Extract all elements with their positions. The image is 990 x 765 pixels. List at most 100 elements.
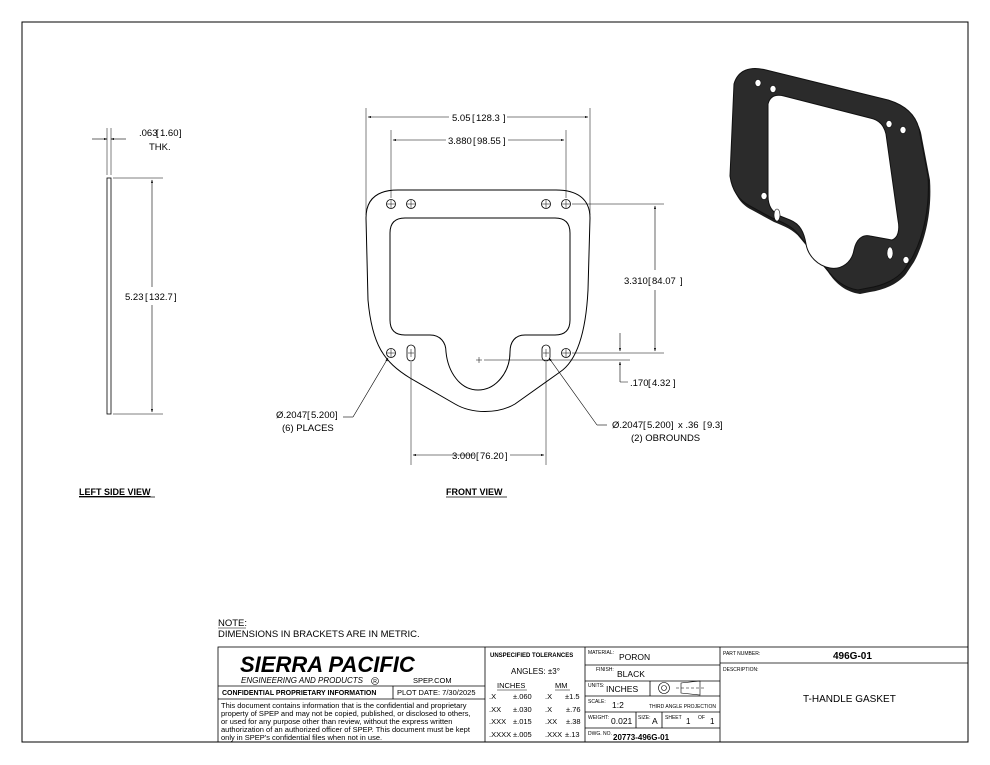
tol-in-place: .XXXX <box>489 730 511 739</box>
angles: ANGLES: ±3° <box>511 667 560 676</box>
svg-text:[: [ <box>643 420 646 431</box>
svg-text:]: ] <box>720 420 723 431</box>
weight-label: WEIGHT: <box>588 715 609 721</box>
thk-metric-bracket-close: ] <box>179 128 182 139</box>
svg-text:]: ] <box>671 420 674 431</box>
front-view: 5.05 [ 128.3 ] 3.880 [ 98.55 ] 3.310 [ 8… <box>276 108 723 498</box>
hole <box>561 199 571 209</box>
part-number-label: PART NUMBER: <box>723 651 760 657</box>
note-heading: NOTE: <box>218 618 247 629</box>
units: INCHES <box>606 684 638 694</box>
tol-in-value: ±.015 <box>513 717 532 726</box>
thk-value: .063 <box>139 128 158 139</box>
height-metric-bracket-open: [ <box>145 292 148 303</box>
registered-icon <box>371 677 379 685</box>
scale: 1:2 <box>612 700 624 710</box>
svg-text:[: [ <box>472 113 475 124</box>
tolerance-rows: .X ±.060 .X ±1.5 .XX ±.030 .X ±.76 .XXX … <box>489 692 581 739</box>
hole-span-top: 3.880 <box>448 136 472 147</box>
tol-in-place: .XX <box>489 705 501 714</box>
svg-text:R: R <box>373 679 377 685</box>
sheet-label: SHEET <box>665 715 682 721</box>
svg-text:[: [ <box>307 410 310 421</box>
height-metric-bracket-close: ] <box>174 292 177 303</box>
obround-callout-len-metric: 9.3 <box>707 420 720 431</box>
hole-span-bottom: 3.000 <box>452 451 476 462</box>
hole <box>386 348 396 358</box>
svg-text:]: ] <box>503 113 506 124</box>
offset-small: .170 <box>630 378 649 389</box>
obround-callout-metric: 5.200 <box>647 420 671 431</box>
confidential-label: CONFIDENTIAL PROPRIETARY INFORMATION <box>222 690 376 697</box>
scale-label: SCALE: <box>588 699 606 705</box>
tol-mm-place: .XX <box>545 717 557 726</box>
svg-text:]: ] <box>335 410 338 421</box>
offset-small-metric: 4.32 <box>652 378 671 389</box>
svg-text:[: [ <box>648 276 651 287</box>
confidential-text-line: only in SPEP's confidential files when n… <box>221 733 382 742</box>
obround-callout-dia: Ø.2047 <box>612 420 643 431</box>
tol-in-value: ±.060 <box>513 692 532 701</box>
size: A <box>652 716 658 726</box>
height-holes: 3.310 <box>624 276 648 287</box>
dwg-label: DWG. NO. <box>588 731 612 737</box>
weight: 0.021 <box>611 716 633 726</box>
part-number: 496G-01 <box>833 651 872 662</box>
thk-metric-bracket-open: [ <box>156 128 159 139</box>
company-sub: ENGINEERING AND PRODUCTS <box>241 676 364 685</box>
hole <box>561 348 571 358</box>
obround-callout-len: x .36 <box>678 420 699 431</box>
confidential-text-line: property of SPEP and may not be copied, … <box>221 709 471 718</box>
svg-text:]: ] <box>680 276 683 287</box>
svg-text:[: [ <box>476 451 479 462</box>
confidential-text-line: or used for any purpose other than revie… <box>221 717 452 726</box>
hole <box>541 199 551 209</box>
hole-callout-dia: Ø.2047 <box>276 410 307 421</box>
width-overall: 5.05 <box>452 113 471 124</box>
mounting-holes <box>386 199 571 363</box>
tol-mm-value: ±1.5 <box>565 692 580 701</box>
note-text: DIMENSIONS IN BRACKETS ARE IN METRIC. <box>218 629 420 640</box>
hole-span-top-metric: 98.55 <box>477 136 501 147</box>
tol-in-place: .XXX <box>489 717 506 726</box>
tol-mm-place: .X <box>545 705 552 714</box>
confidential-text-line: authorization of an authorized officer o… <box>221 725 471 734</box>
isometric-view <box>729 68 931 294</box>
left-side-view: .063 [ 1.60 ] THK. 5.23 [ 132.7 ] LEFT S… <box>79 128 182 498</box>
front-view-title: FRONT VIEW <box>446 487 503 497</box>
obround <box>406 344 416 362</box>
height-holes-metric: 84.07 <box>652 276 676 287</box>
svg-text:]: ] <box>503 136 506 147</box>
tol-mm-value: ±.13 <box>565 730 580 739</box>
company-name: SIERRA PACIFIC <box>240 652 416 677</box>
projection-label: THIRD ANGLE PROJECTION <box>649 704 716 710</box>
sheet-total: 1 <box>710 717 715 726</box>
side-profile <box>106 177 112 415</box>
tol-mm-value: ±.76 <box>566 705 581 714</box>
svg-text:[: [ <box>703 420 706 431</box>
inches-header: INCHES <box>497 681 525 690</box>
thk-metric: 1.60 <box>160 128 179 139</box>
height-value: 5.23 <box>125 292 144 303</box>
tolerances-header: UNSPECIFIED TOLERANCES <box>490 653 573 659</box>
tol-in-value: ±.030 <box>513 705 532 714</box>
projection-symbol <box>658 680 706 696</box>
hole <box>386 199 396 209</box>
description: T-HANDLE GASKET <box>803 694 896 705</box>
tol-mm-place: .XXX <box>545 730 562 739</box>
gasket-inner-opening <box>389 217 571 391</box>
description-label: DESCRIPTION: <box>723 667 759 673</box>
confidential-text-line: This document contains information that … <box>221 701 467 710</box>
plot-date: PLOT DATE: 7/30/2025 <box>397 688 476 697</box>
svg-text:[: [ <box>648 378 651 389</box>
left-side-view-title: LEFT SIDE VIEW <box>79 487 151 497</box>
material: PORON <box>619 652 650 662</box>
thk-suffix: THK. <box>149 142 171 153</box>
size-label: SIZE: <box>638 715 651 721</box>
height-metric: 132.7 <box>149 292 173 303</box>
tol-in-place: .X <box>489 692 496 701</box>
dwg-no: 20773-496G-01 <box>613 733 670 742</box>
tol-mm-place: .X <box>545 692 552 701</box>
tol-mm-value: ±.38 <box>566 717 581 726</box>
